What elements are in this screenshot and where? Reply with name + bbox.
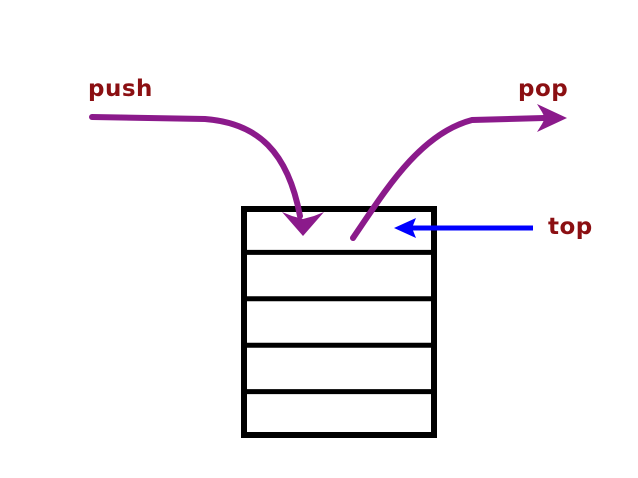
pop-arrow-head-icon <box>537 104 567 132</box>
push-arrow <box>89 114 324 236</box>
top-arrow <box>394 218 533 238</box>
push-arrow-line <box>89 114 303 219</box>
label-top: top <box>548 214 593 240</box>
label-pop: pop <box>518 76 569 102</box>
pop-arrow <box>350 104 567 241</box>
stack-cell-dividers <box>244 249 434 395</box>
pop-arrow-line <box>350 115 547 241</box>
top-arrow-head-icon <box>394 218 416 238</box>
stack-outer-border <box>241 206 437 438</box>
stack-structure <box>241 206 437 438</box>
push-arrow-head-icon <box>282 212 324 236</box>
label-push: push <box>88 76 153 102</box>
